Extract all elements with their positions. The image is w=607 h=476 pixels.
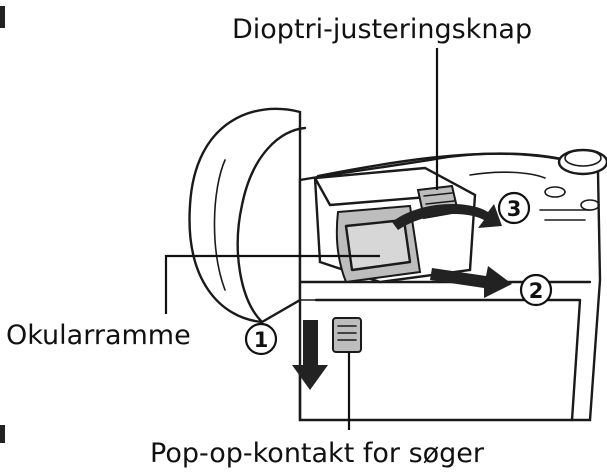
step-1-number: 1: [254, 328, 269, 352]
arrow-step-1: [292, 320, 328, 390]
step-marker-3: 3: [497, 191, 531, 225]
label-popup-switch: Pop-op-kontakt for søger: [150, 438, 485, 469]
label-diopter-dial: Dioptri-justeringsknap: [232, 14, 532, 45]
lens-barrel: [188, 107, 302, 324]
popup-switch: [332, 317, 362, 353]
camera-illustration: [188, 107, 607, 422]
step-marker-2: 2: [519, 273, 553, 307]
arrow-step-2: [430, 266, 512, 298]
label-eyepiece-frame: Okularramme: [6, 320, 191, 351]
step-3-number: 3: [507, 197, 522, 221]
leader-eyepiece: [164, 254, 380, 314]
arrow-step-3: [392, 203, 502, 230]
step-2-number: 2: [529, 279, 544, 303]
step-marker-1: 1: [244, 322, 278, 356]
corner-mark-bottom: [0, 425, 5, 443]
corner-mark-top: [0, 6, 5, 28]
